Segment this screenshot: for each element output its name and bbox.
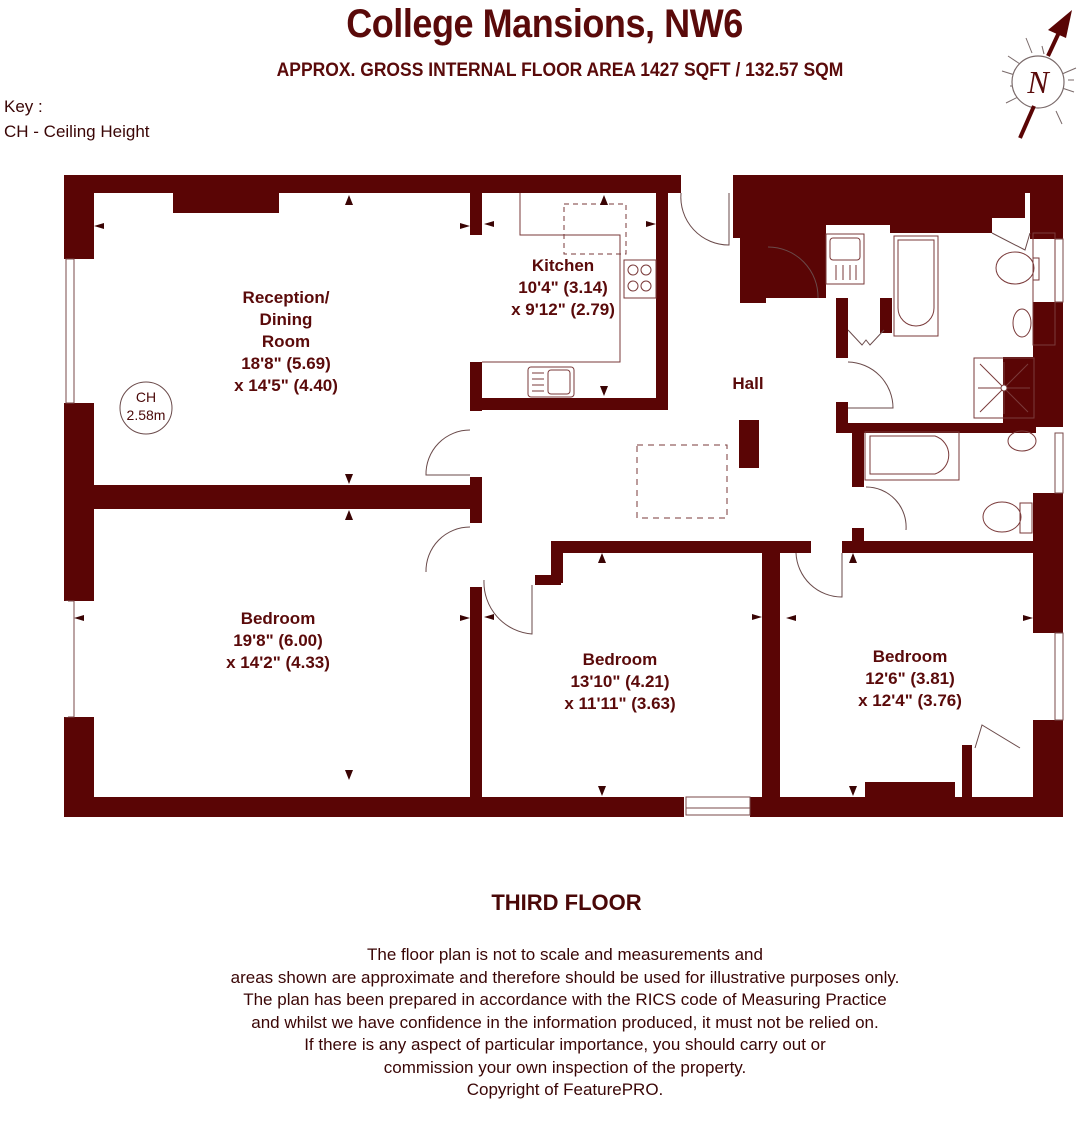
room-dimension: x 12'4" (3.76) [858,691,962,710]
disclaimer-line: The floor plan is not to scale and measu… [367,945,763,964]
room-label-bedroom-1: Bedroom 19'8" (6.00) x 14'2" (4.33) [226,608,330,674]
north-arrow-icon: N [1001,10,1077,139]
room-name: Bedroom [582,650,658,669]
room-dimension: 13'10" (4.21) [570,672,670,691]
ceiling-height-marker [119,381,173,435]
floor-area-subtitle: APPROX. GROSS INTERNAL FLOOR AREA 1427 S… [276,60,844,81]
room-name: Room [261,332,311,351]
floor-label: THIRD FLOOR [491,890,642,915]
windows [65,238,1064,816]
room-name: Bedroom [240,609,316,628]
room-dimension: x 14'2" (4.33) [226,653,330,672]
room-label-bedroom-2: Bedroom 13'10" (4.21) x 11'11" (3.63) [564,649,675,715]
disclaimer: The floor plan is not to scale and measu… [0,944,1089,1102]
key-heading: Key : [4,97,43,116]
room-name: Kitchen [531,256,595,275]
room-dimension: x 9'12" (2.79) [511,300,615,319]
room-dimension: 18'8" (5.69) [241,354,331,373]
compass-label: N [1026,64,1050,100]
room-name: Bedroom [872,647,948,666]
room-dimension: 10'4" (3.14) [518,278,608,297]
disclaimer-line: areas shown are approximate and therefor… [230,967,900,987]
room-dimension: 19'8" (6.00) [233,631,323,650]
room-name: Hall [732,374,764,393]
disclaimer-line: The plan has been prepared in accordance… [243,990,887,1009]
room-name: Dining [259,310,313,329]
room-dimension: x 11'11" (3.63) [564,694,676,713]
dimension-arrows [74,195,1033,796]
walls [64,175,1063,817]
plan-title: College Mansions, NW6 [346,2,743,46]
key-item-ceiling-height: CH - Ceiling Height [4,122,150,141]
copyright: Copyright of FeaturePRO. [466,1080,664,1099]
disclaimer-line: If there is any aspect of particular imp… [304,1035,826,1054]
room-name: Reception/ [242,288,330,307]
doors [425,192,1031,749]
room-dimension: 12'6" (3.81) [865,669,955,688]
room-label-hall: Hall [732,373,763,395]
room-label-reception: Reception/ Dining Room 18'8" (5.69) x 14… [234,287,338,397]
fixtures [482,193,1056,534]
ceiling-height-label: CH [136,389,156,405]
room-dimension: x 14'5" (4.40) [234,376,338,395]
ceiling-height-value: 2.58m [127,407,166,423]
key-legend: Key : CH - Ceiling Height [4,94,150,144]
disclaimer-line: and whilst we have confidence in the inf… [251,1012,879,1032]
room-label-bedroom-3: Bedroom 12'6" (3.81) x 12'4" (3.76) [858,646,962,712]
room-label-kitchen: Kitchen 10'4" (3.14) x 9'12" (2.79) [511,255,615,321]
disclaimer-line: commission your own inspection of the pr… [383,1057,747,1077]
